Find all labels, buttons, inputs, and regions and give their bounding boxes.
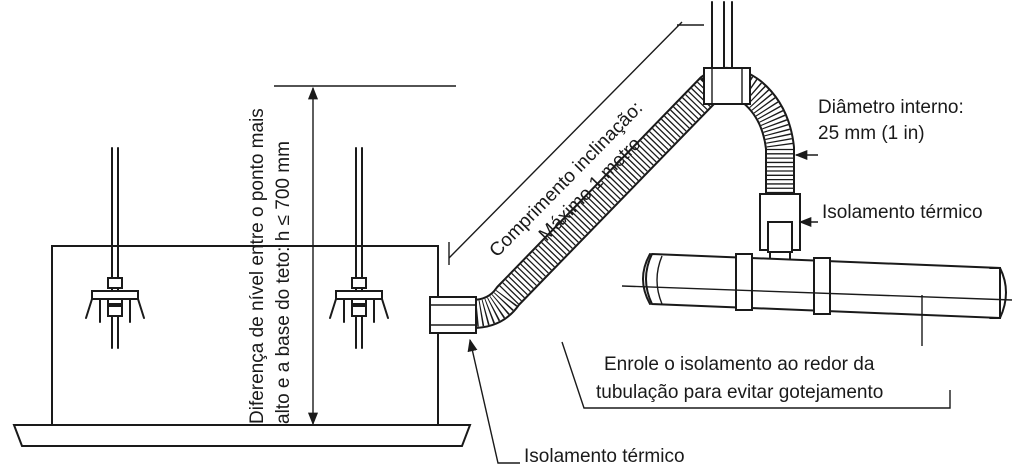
top-insulation-block bbox=[703, 67, 751, 105]
inner-diameter-label-line1: Diâmetro interno: bbox=[818, 97, 964, 118]
vertical-riser-pipe bbox=[711, 1, 733, 69]
hanger-rod-right bbox=[329, 147, 389, 349]
indoor-unit bbox=[12, 245, 472, 447]
coupling-insulation-block bbox=[759, 193, 801, 273]
outlet-insulation-block bbox=[429, 296, 477, 334]
main-drain-pipe bbox=[621, 252, 1013, 320]
level-difference-label: Diferença de nível entre o ponto mais al… bbox=[247, 103, 294, 424]
hanger-rod-left bbox=[85, 147, 145, 349]
insulation-label-bottom: Isolamento térmico bbox=[524, 446, 685, 467]
insulation-label-top: Isolamento térmico bbox=[822, 202, 983, 223]
inner-diameter-label-line2: 25 mm (1 in) bbox=[818, 123, 925, 144]
ceiling-panel bbox=[12, 424, 472, 447]
slope-dimension bbox=[448, 21, 704, 265]
leader-lines bbox=[467, 149, 951, 464]
wrap-insulation-label-line2: tubulação para evitar gotejamento bbox=[596, 382, 883, 403]
wrap-insulation-label-line1: Enrole o isolamento ao redor da bbox=[604, 354, 875, 375]
slope-length-label: Comprimento inclinação: Máximo 1 metro bbox=[486, 94, 668, 278]
height-dimension bbox=[274, 85, 456, 426]
